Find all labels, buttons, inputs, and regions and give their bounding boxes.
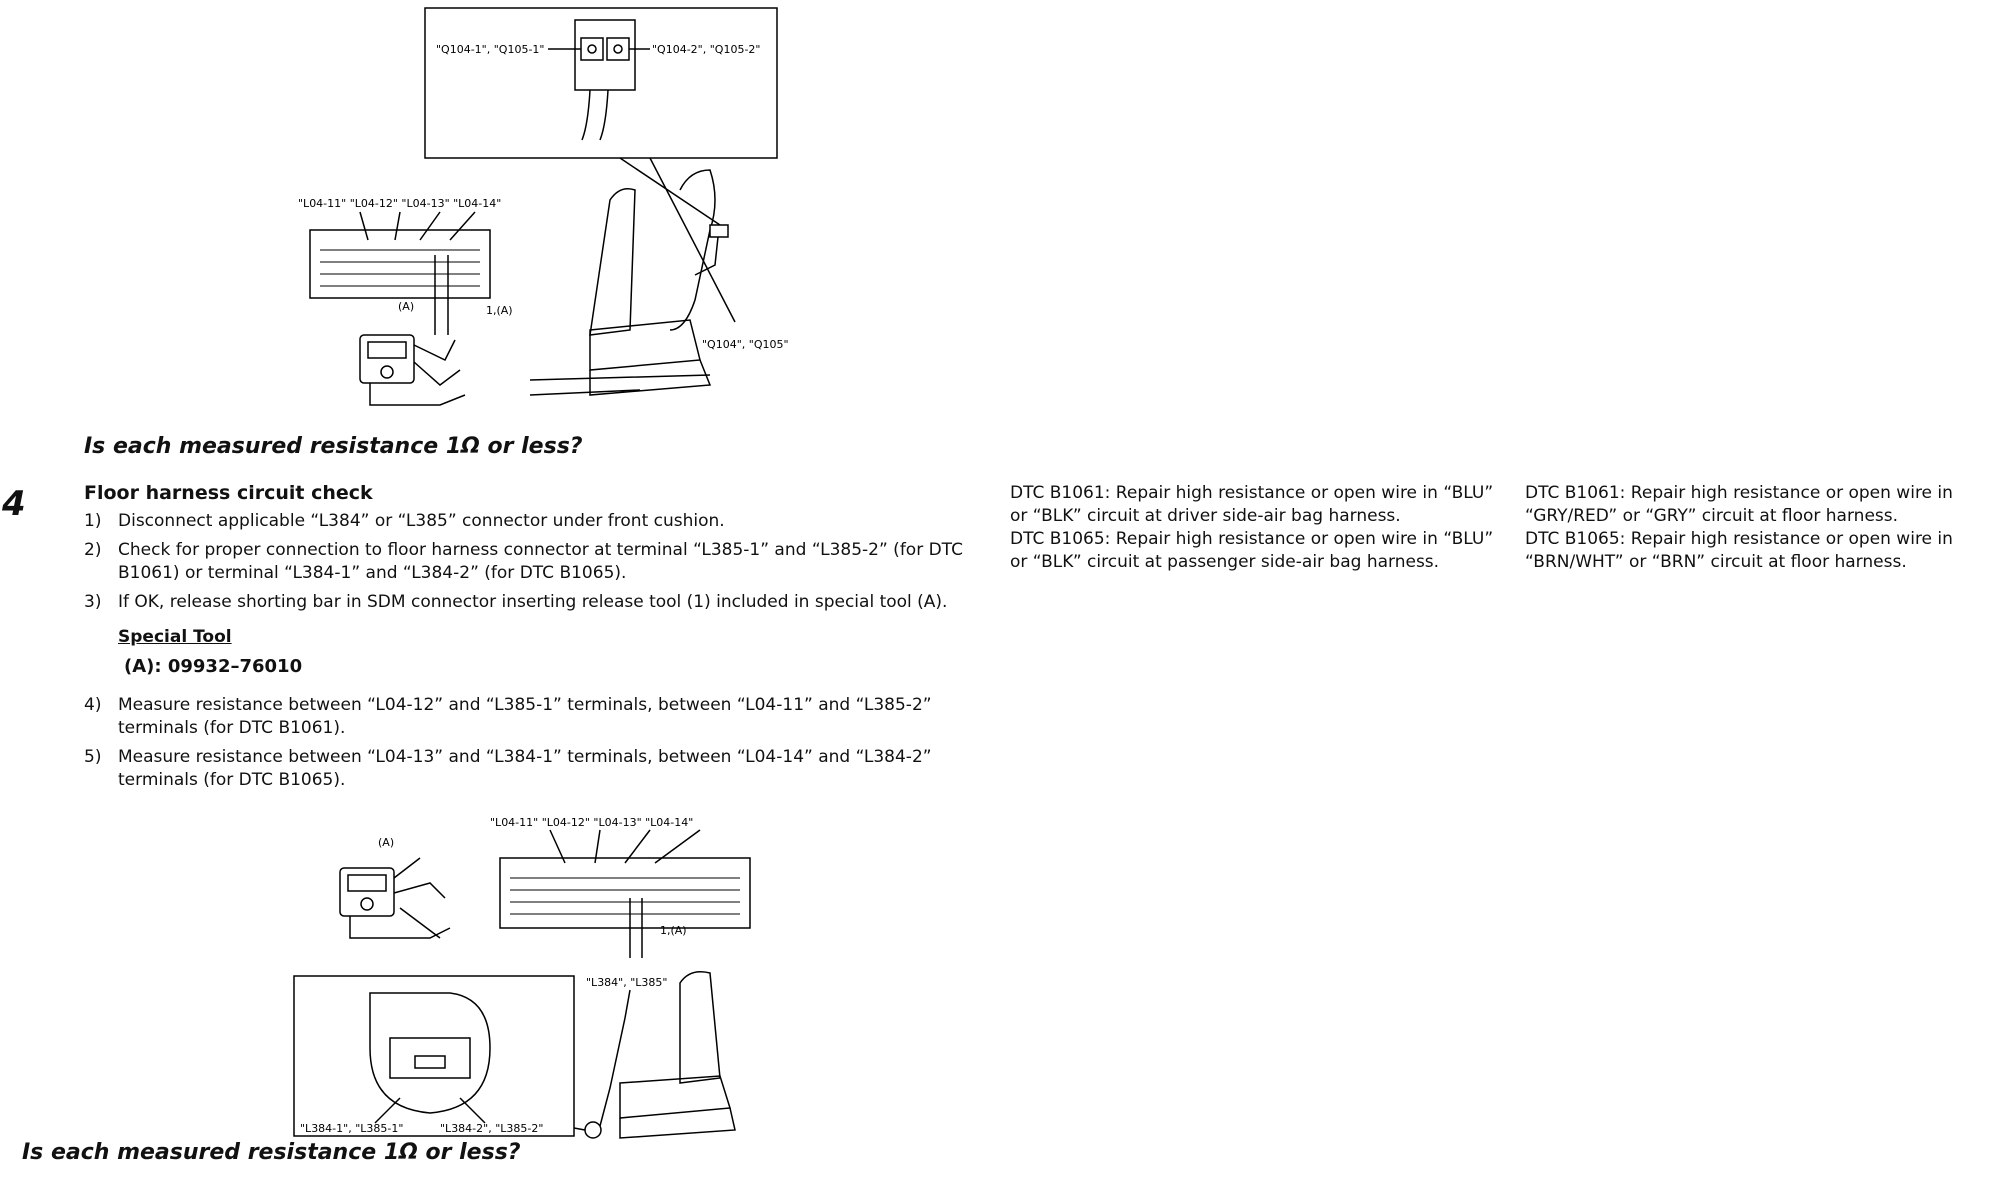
seat-back: [589, 188, 636, 336]
tool-label-1a: 1,(A): [660, 924, 687, 937]
tool-label-a: (A): [398, 300, 414, 313]
callout-q-right: "Q104-2", "Q105-2": [652, 43, 760, 56]
step-item: 2)Check for proper connection to floor h…: [84, 540, 963, 583]
step-item: 1)Disconnect applicable “L384” or “L385”…: [84, 511, 725, 531]
pin-right-label: "L384-2", "L385-2": [440, 1122, 543, 1135]
yes-action-column: DTC B1061: Repair high resistance or ope…: [1010, 482, 1510, 574]
step-item: 4)Measure resistance between “L04-12” an…: [84, 695, 932, 738]
seat-connector-plug: [709, 224, 729, 238]
tool-label-1a: 1,(A): [486, 304, 513, 317]
seat-back: [679, 971, 721, 1084]
step-item: 3)If OK, release shorting bar in SDM con…: [84, 592, 948, 612]
sdm-connector: [499, 857, 751, 929]
no-action-b1061: DTC B1061: Repair high resistance or ope…: [1525, 483, 1953, 526]
yes-action-b1065: DTC B1065: Repair high resistance or ope…: [1010, 529, 1494, 572]
question-step4: Is each measured resistance 1Ω or less?: [22, 1140, 521, 1165]
pin-left-label: "L384-1", "L385-1": [300, 1122, 403, 1135]
no-action-b1065: DTC B1065: Repair high resistance or ope…: [1525, 529, 1953, 572]
inset-box: [424, 7, 778, 159]
no-action-column: DTC B1061: Repair high resistance or ope…: [1525, 482, 1995, 574]
step-instructions: 1)Disconnect applicable “L384” or “L385”…: [84, 510, 984, 798]
terminal-labels: "L04-11" "L04-12" "L04-13" "L04-14": [298, 197, 501, 210]
step-title: Floor harness circuit check: [84, 482, 373, 504]
terminal-labels: "L04-11" "L04-12" "L04-13" "L04-14": [490, 816, 693, 829]
sdm-connector: [309, 229, 491, 299]
step-number: 4: [2, 484, 26, 524]
seat-connector-label: "Q104", "Q105": [702, 338, 789, 351]
inset-box: [293, 975, 575, 1137]
connector-plug: [584, 1121, 602, 1139]
step-item: 5)Measure resistance between “L04-13” an…: [84, 747, 932, 790]
harness-connector: [369, 992, 491, 1114]
ohmmeter: [339, 867, 395, 917]
seat-connector-label: "L384", "L385": [586, 976, 667, 989]
callout-q-left: "Q104-1", "Q105-1": [436, 43, 544, 56]
figure-seat-airbag-connector-check: "Q104-1", "Q105-1" "Q104-2", "Q105-2" "L…: [298, 7, 789, 406]
figure-floor-harness-check: (A) "L04-11" "L04-12" "L04-13" "L04-14" …: [293, 816, 751, 1139]
ohmmeter: [359, 334, 415, 384]
yes-action-b1061: DTC B1061: Repair high resistance or ope…: [1010, 483, 1494, 526]
special-tool-heading: Special Tool: [118, 627, 232, 647]
special-tool-value: (A): 09932–76010: [124, 656, 303, 677]
tool-label-a: (A): [378, 836, 394, 849]
question-step3: Is each measured resistance 1Ω or less?: [84, 434, 583, 459]
